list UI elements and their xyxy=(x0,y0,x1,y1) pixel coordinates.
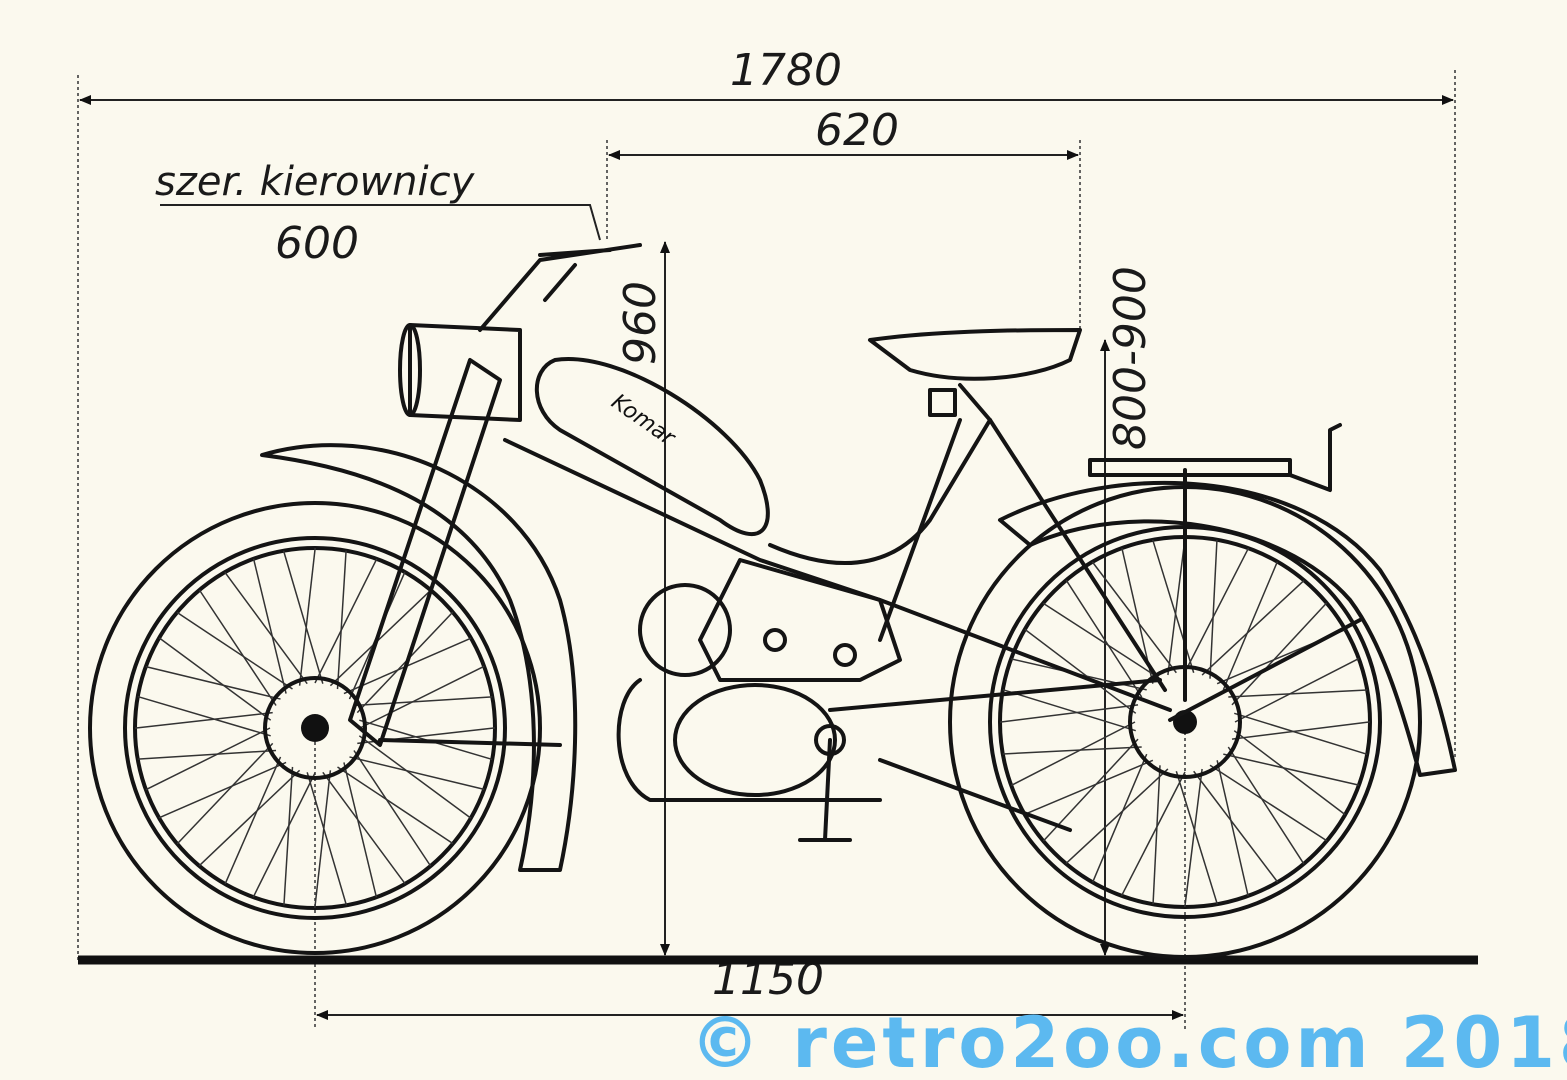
spoke xyxy=(1065,768,1169,865)
front-spokes xyxy=(134,547,496,909)
seat-clamp xyxy=(928,388,957,417)
spoke xyxy=(282,550,324,684)
dim-620-label: 620 xyxy=(815,105,899,156)
spoke xyxy=(252,558,287,694)
spoke xyxy=(358,735,472,819)
spoke xyxy=(137,695,271,737)
spoke xyxy=(1184,768,1203,908)
spoke xyxy=(1002,746,1142,755)
spoke xyxy=(1227,746,1305,865)
spoke xyxy=(224,756,282,885)
luggage-rack xyxy=(1088,423,1342,702)
spoke xyxy=(298,547,316,686)
spoke xyxy=(224,571,308,685)
rear-spokes xyxy=(999,536,1371,908)
spoke xyxy=(1184,547,1250,673)
spoke xyxy=(176,742,274,845)
spoke xyxy=(1175,771,1219,905)
spoke xyxy=(337,766,454,845)
spoke xyxy=(343,762,378,898)
spoke xyxy=(1233,730,1346,816)
seat-height-label: 800-900 xyxy=(1105,266,1156,450)
handlebar-height-label: 960 xyxy=(615,281,666,365)
spoke xyxy=(329,589,432,687)
spoke xyxy=(1042,602,1161,680)
spoke xyxy=(1065,579,1143,698)
watermark: © retro2oo.com 2018 xyxy=(690,1002,1567,1080)
spoke xyxy=(176,611,293,690)
spoke xyxy=(1222,561,1279,691)
headlight xyxy=(398,323,522,422)
rear-fender xyxy=(998,480,1457,777)
spoke xyxy=(353,750,432,867)
saddle xyxy=(868,328,1082,422)
spoke xyxy=(359,665,485,729)
spoke xyxy=(353,696,493,707)
spoke xyxy=(1201,579,1305,676)
spoke xyxy=(336,550,347,690)
spoke xyxy=(158,761,287,819)
spoke xyxy=(283,766,294,906)
spoke xyxy=(314,770,332,909)
handlebar-width-value: 600 xyxy=(275,218,359,269)
spoke xyxy=(1120,771,1186,897)
spoke xyxy=(1234,657,1360,723)
spoke xyxy=(1024,759,1154,816)
spoke xyxy=(198,769,301,867)
front-fender xyxy=(260,443,578,872)
spoke xyxy=(1231,721,1371,740)
spoke xyxy=(999,704,1139,723)
spoke xyxy=(1193,770,1279,883)
spoke xyxy=(1091,561,1177,674)
spoke xyxy=(198,589,277,706)
handlebar-leader-line xyxy=(160,204,601,241)
spoke xyxy=(1216,760,1249,897)
spoke xyxy=(1024,628,1137,714)
spoke xyxy=(137,749,277,760)
spoke xyxy=(314,558,378,684)
spoke xyxy=(1002,688,1136,732)
spoke xyxy=(145,665,281,700)
spoke xyxy=(1234,712,1368,756)
handlebar xyxy=(478,243,642,332)
spoke xyxy=(1231,602,1328,706)
spoke xyxy=(306,772,348,906)
spoke xyxy=(1223,753,1360,786)
tank-logo: Komar xyxy=(607,389,681,451)
spoke xyxy=(1209,764,1328,842)
spoke xyxy=(356,611,454,714)
spoke xyxy=(1228,689,1368,698)
spoke xyxy=(1209,539,1218,679)
spoke xyxy=(1167,536,1186,676)
spoke xyxy=(349,756,485,791)
handlebar-width-caption: szer. kierownicy xyxy=(155,159,476,205)
spoke xyxy=(252,772,316,898)
spoke xyxy=(134,711,273,729)
overall-length-label: 1780 xyxy=(730,45,842,96)
spoke xyxy=(1091,753,1148,883)
spoke xyxy=(1152,765,1161,905)
spoke xyxy=(1151,539,1195,673)
engine xyxy=(616,558,902,842)
frame xyxy=(348,358,1362,832)
spoke xyxy=(1010,721,1136,787)
spoke xyxy=(145,727,271,791)
spoke xyxy=(322,771,406,885)
front-wheel xyxy=(88,501,542,955)
spoke xyxy=(158,637,272,721)
